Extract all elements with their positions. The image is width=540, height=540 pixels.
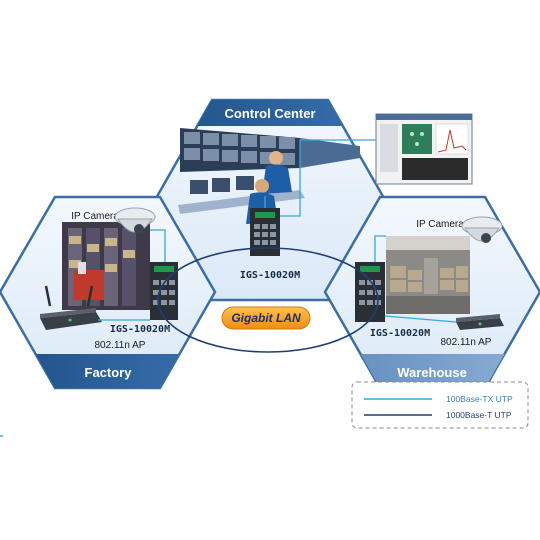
warehouse-camera-label: IP Camera	[416, 219, 464, 230]
warehouse-ap-label: 802.11n AP	[441, 337, 492, 348]
gigabit-lan-label: Gigabit LAN	[231, 311, 301, 325]
factory-ip-camera-icon	[114, 207, 156, 234]
warehouse-photo	[386, 236, 470, 314]
network-links	[98, 139, 457, 353]
control-center-switch-label: IGS-10020M	[240, 270, 300, 281]
gigabit-ring-link	[157, 247, 379, 353]
link-legend: 100Base-TX UTP 1000Base-T UTP	[351, 381, 529, 429]
warehouse-label: Warehouse	[397, 365, 467, 380]
warehouse-ap-link	[384, 315, 457, 323]
gigabit-lan-badge: Gigabit LAN	[221, 306, 311, 330]
factory-camera-link	[150, 229, 166, 262]
factory-label: Factory	[85, 365, 133, 380]
warehouse-ip-camera-icon	[461, 216, 503, 243]
monitoring-link	[280, 139, 376, 217]
factory-photo	[62, 222, 150, 310]
monitoring-software-window	[375, 113, 473, 185]
warehouse-wireless-ap-icon	[456, 314, 504, 330]
factory-switch-label: IGS-10020M	[110, 324, 170, 335]
control-center-label: Control Center	[225, 106, 316, 121]
legend-label-1000base-t: 1000Base-T UTP	[446, 410, 512, 420]
warehouse-camera-link	[374, 235, 386, 262]
legend-label-100base-tx: 100Base-TX UTP	[446, 394, 513, 404]
warehouse-switch-label: IGS-10020M	[370, 328, 430, 339]
factory-camera-label: IP Camera	[71, 211, 119, 222]
factory-wireless-ap-icon	[40, 285, 102, 330]
factory-switch-icon	[150, 262, 178, 320]
factory-ap-label: 802.11n AP	[95, 340, 146, 351]
